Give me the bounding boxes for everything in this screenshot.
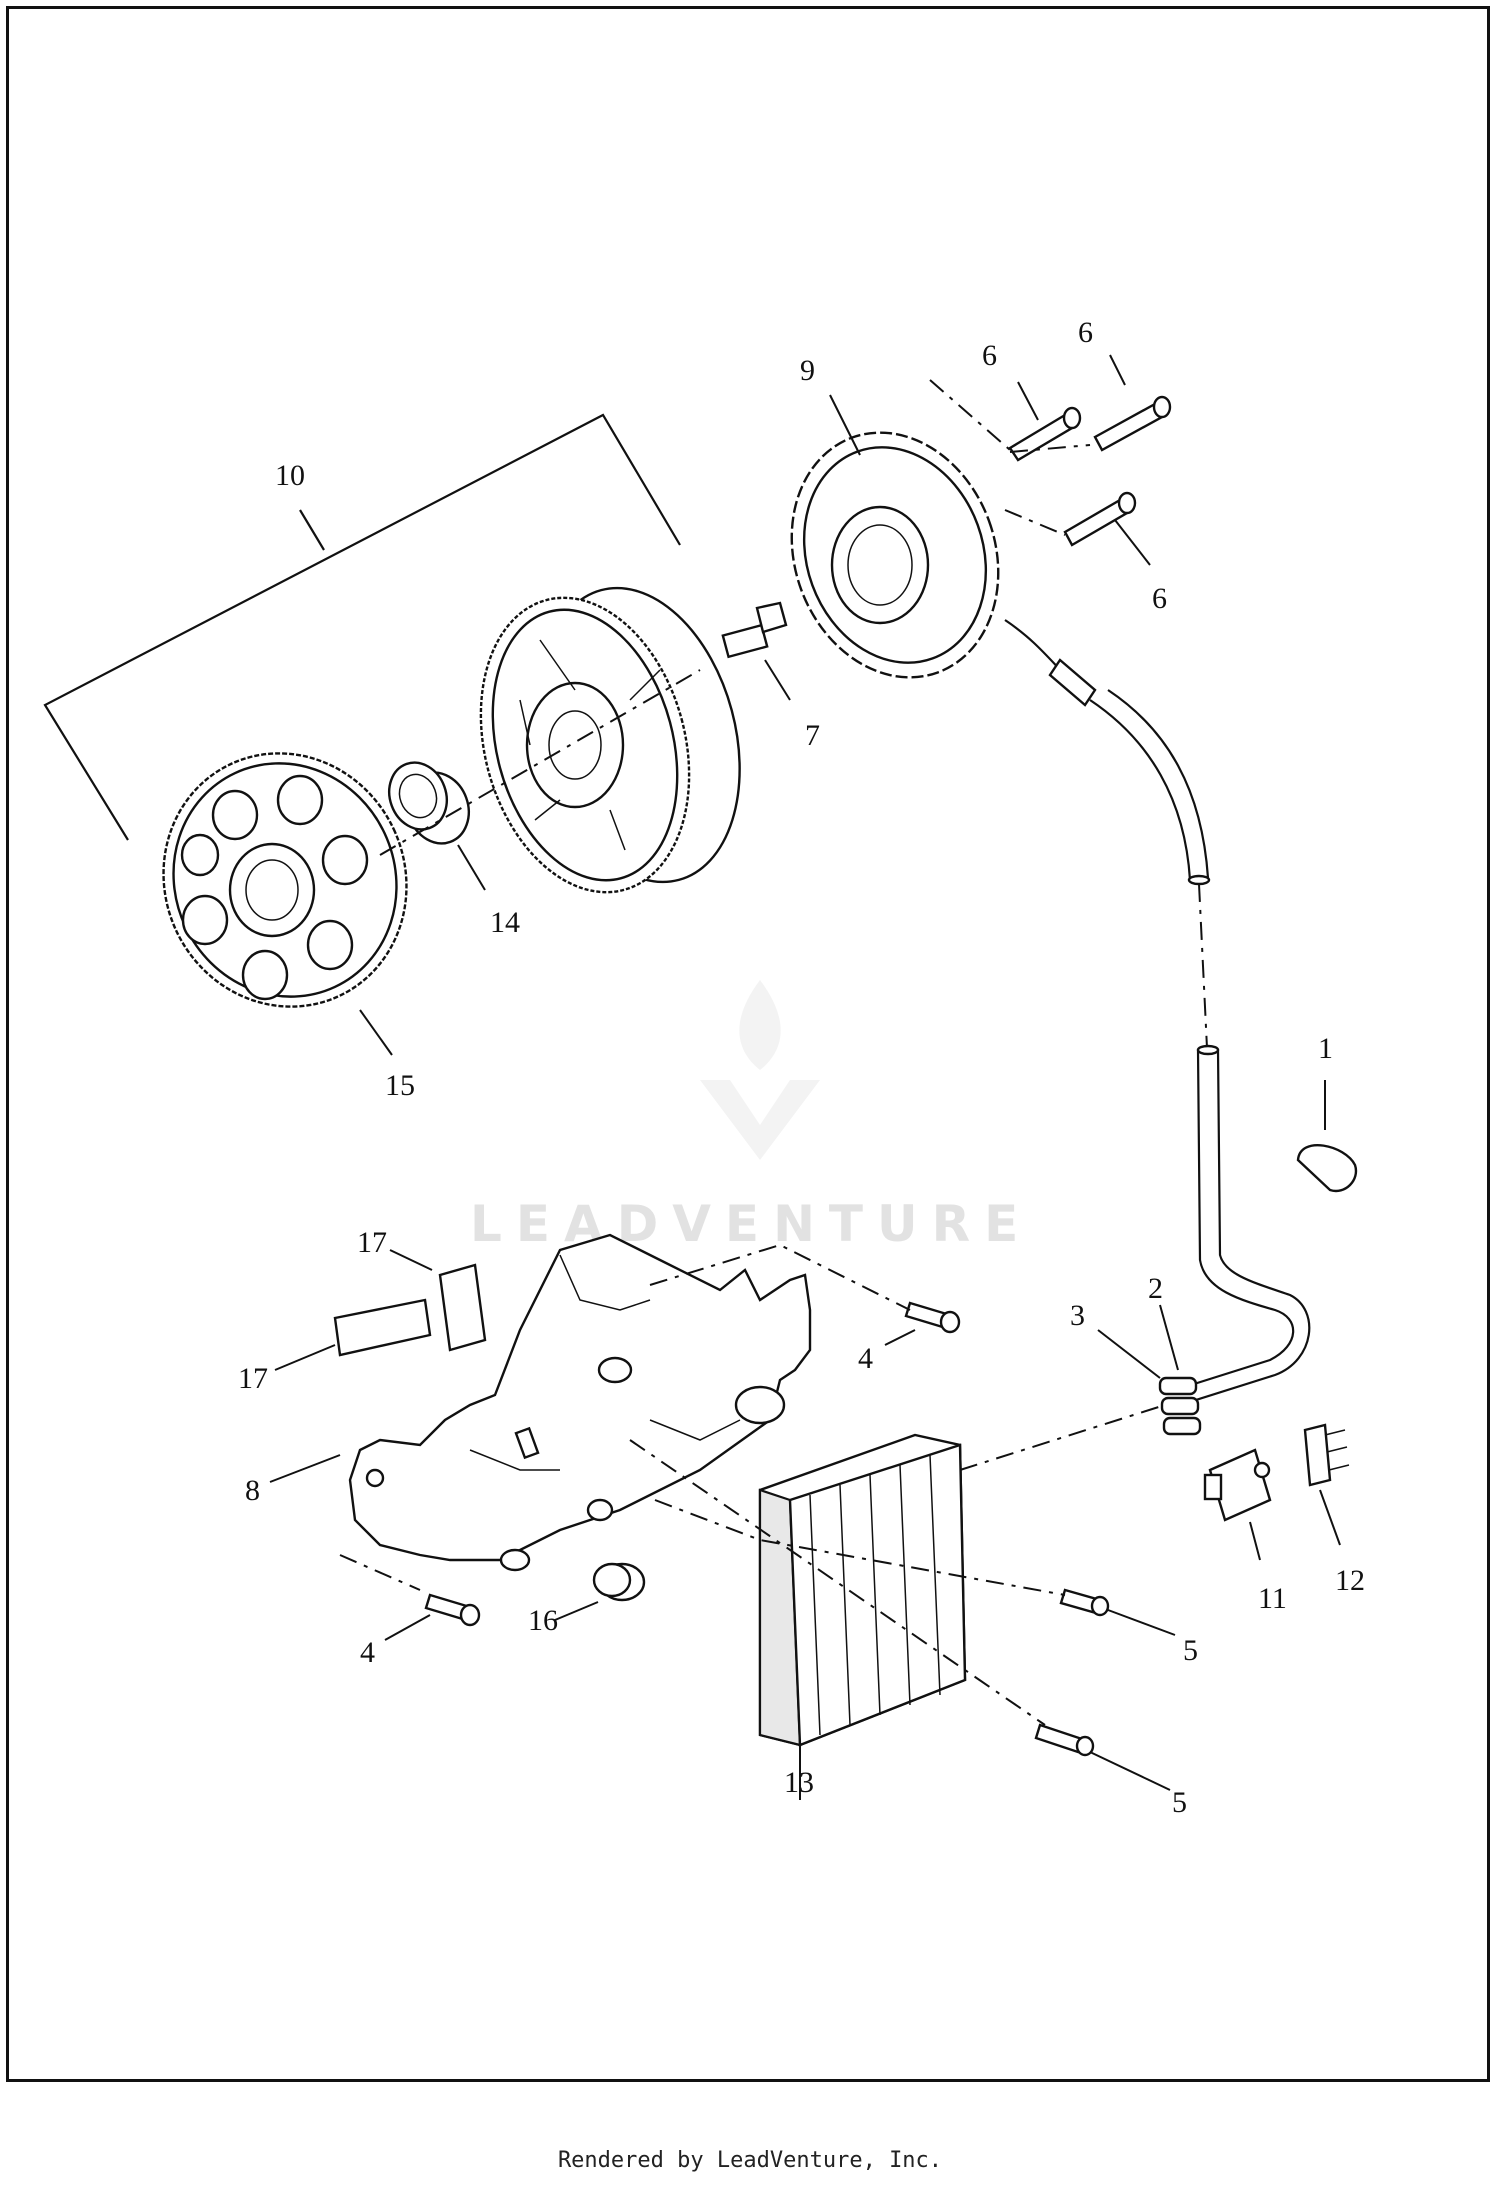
callout-7: 7 [805,719,820,752]
diagram-frame [6,6,1490,2082]
callout-11: 11 [1258,1582,1287,1615]
bolt-part-7 [721,601,788,659]
bushing-part-16 [592,1562,646,1602]
callout-6b: 6 [1078,316,1093,349]
callout-labels: 1 2 3 4 4 5 5 6 6 6 7 8 9 10 11 12 13 14… [238,316,1365,1819]
watermark-text: LEADVENTURE [470,1195,1033,1253]
callout-6a: 6 [982,339,997,372]
callout-8: 8 [245,1474,260,1507]
connector-part-11 [1203,1448,1272,1522]
exploded-parts-diagram: 1 2 3 4 4 5 5 6 6 6 7 8 9 10 11 12 13 14… [43,316,1365,1819]
regulator-bolts-part-5 [1034,1588,1110,1757]
bearing-part-14 [388,761,470,845]
callout-1: 1 [1318,1032,1333,1065]
leader-lines [269,354,1341,1800]
callout-9: 9 [800,354,815,387]
stator-wire-harness [1089,689,1311,1407]
callout-16: 16 [528,1604,558,1637]
callout-4a: 4 [858,1342,873,1375]
callout-10: 10 [275,459,305,492]
footer-credit: Rendered by LeadVenture, Inc. [557,2148,943,2173]
callout-2: 2 [1148,1272,1163,1305]
seal-part-1 [1296,1144,1358,1193]
bracket-bolts-part-4 [424,1301,961,1627]
voltage-regulator-part-13 [758,1433,967,1747]
callout-4b: 4 [360,1636,375,1669]
stator-bolts-part-6 [1008,395,1172,547]
callout-5a: 5 [1183,1634,1198,1667]
starter-gear-part-15 [162,752,408,1008]
callout-12: 12 [1335,1564,1365,1597]
callout-15: 15 [385,1069,415,1102]
callout-3: 3 [1070,1299,1085,1332]
rotor-assembly-part-10 [479,586,741,894]
callout-17a: 17 [357,1226,387,1259]
callout-17b: 17 [238,1362,268,1395]
terminal-lock-part-12 [1303,1423,1350,1487]
callout-13: 13 [784,1766,814,1799]
stator-part-9 [790,431,1097,707]
group-10-bracket [43,413,681,841]
callout-5b: 5 [1172,1786,1187,1819]
clip-parts-2-3 [1158,1376,1202,1436]
leadventure-logo-icon [700,980,820,1160]
callout-14: 14 [490,906,520,939]
mounting-bracket-part-8 [348,1233,812,1572]
pads-part-17 [333,1263,487,1357]
callout-6c: 6 [1152,582,1167,615]
alignment-lines [339,379,1166,1726]
